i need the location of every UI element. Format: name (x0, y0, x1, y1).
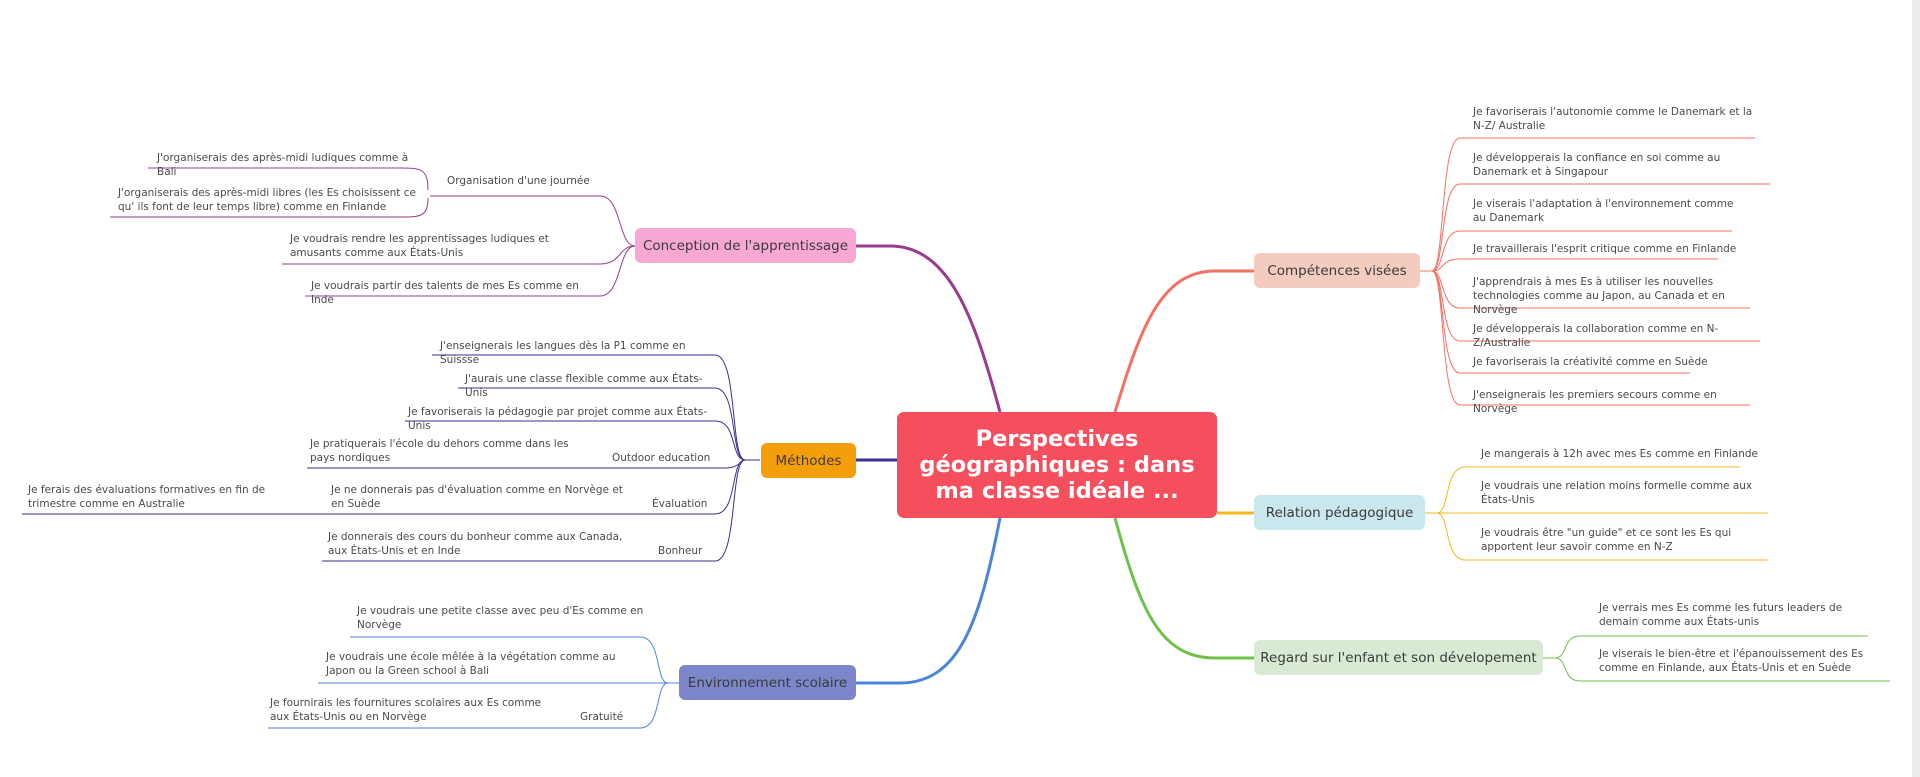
competences-creativite[interactable]: Je favoriserais la créativité comme en S… (1473, 356, 1708, 368)
methodes-evaluation-label[interactable]: Évaluation (652, 498, 708, 510)
competences-autonomie[interactable]: Je favoriserais l'autonomie comme le Dan… (1473, 106, 1753, 132)
branch-methodes-label: Méthodes (775, 452, 842, 469)
competences-esprit-critique[interactable]: Je travaillerais l'esprit critique comme… (1473, 243, 1737, 255)
regard-bien-etre[interactable]: Je viserais le bien-être et l'épanouisse… (1599, 648, 1864, 674)
connector-competences (1113, 269, 1255, 413)
competences-secours[interactable]: J'enseignerais les premiers secours comm… (1473, 389, 1717, 415)
branch-competences-label: Compétences visées (1267, 262, 1407, 279)
methodes-outdoor[interactable]: Je pratiquerais l'école du dehors comme … (310, 438, 569, 464)
methodes-bonheur[interactable]: Je donnerais des cours du bonheur comme … (328, 531, 623, 557)
branch-regard[interactable]: Regard sur l'enfant et son dévelopement (1254, 640, 1543, 675)
connector-regard (1113, 517, 1255, 660)
conception-inde[interactable]: Je voudrais partir des talents de mes Es… (311, 280, 579, 306)
branch-competences[interactable]: Compétences visées (1254, 253, 1420, 288)
methodes-evaluation[interactable]: Je ne donnerais pas d'évaluation comme e… (331, 484, 623, 510)
methodes-australie[interactable]: Je ferais des évaluations formatives en … (28, 484, 266, 510)
central-title: Perspectives géographiques : dans ma cla… (919, 426, 1195, 504)
relation-guide[interactable]: Je voudrais être "un guide" et ce sont l… (1481, 527, 1732, 553)
connector-conception (855, 244, 1002, 413)
relation-manger[interactable]: Je mangerais à 12h avec mes Es comme en … (1481, 448, 1758, 460)
environnement-vegetation[interactable]: Je voudrais une école mêlée à la végétat… (326, 651, 616, 677)
branch-relation-label: Relation pédagogique (1265, 504, 1414, 521)
methodes-flexible[interactable]: J'aurais une classe flexible comme aux É… (465, 373, 703, 399)
environnement-gratuite-label[interactable]: Gratuité (580, 711, 624, 723)
competences-collaboration[interactable]: Je développerais la collaboration comme … (1473, 323, 1719, 349)
conception-finlande-libre[interactable]: J'organiserais des après-midi libres (le… (118, 187, 416, 213)
conception-bali-ludique[interactable]: J'organiserais des après-midi ludiques c… (157, 152, 409, 178)
competences-technologies[interactable]: J'apprendrais à mes Es à utiliser les no… (1473, 276, 1725, 316)
conception-organisation-label[interactable]: Organisation d'une journée (447, 175, 590, 187)
branch-relation[interactable]: Relation pédagogique (1254, 495, 1425, 530)
competences-confiance[interactable]: Je développerais la confiance en soi com… (1473, 152, 1721, 178)
regard-leaders[interactable]: Je verrais mes Es comme les futurs leade… (1599, 602, 1843, 628)
branch-environnement-label: Environnement scolaire (687, 674, 848, 691)
central-topic[interactable]: Perspectives géographiques : dans ma cla… (897, 412, 1217, 518)
branch-environnement[interactable]: Environnement scolaire (679, 665, 856, 700)
environnement-petite-classe[interactable]: Je voudrais une petite classe avec peu d… (357, 605, 644, 631)
competences-adaptation[interactable]: Je viserais l'adaptation à l'environneme… (1473, 198, 1734, 224)
relation-moins-formelle[interactable]: Je voudrais une relation moins formelle … (1481, 480, 1753, 506)
methodes-langues[interactable]: J'enseignerais les langues dès la P1 com… (440, 340, 686, 366)
scrollbar-track[interactable] (1912, 0, 1920, 777)
environnement-fournitures[interactable]: Je fournirais les fournitures scolaires … (270, 697, 542, 723)
methodes-outdoor-label[interactable]: Outdoor education (612, 452, 711, 464)
branch-methodes[interactable]: Méthodes (761, 443, 856, 478)
methodes-bonheur-label[interactable]: Bonheur (658, 545, 703, 557)
connector-environnement (855, 517, 1002, 685)
methodes-projet[interactable]: Je favoriserais la pédagogie par projet … (408, 406, 708, 432)
branch-conception[interactable]: Conception de l'apprentissage (635, 228, 856, 263)
branch-conception-label: Conception de l'apprentissage (642, 237, 849, 254)
conception-etats-unis[interactable]: Je voudrais rendre les apprentissages lu… (290, 233, 549, 259)
branch-regard-label: Regard sur l'enfant et son dévelopement (1260, 649, 1537, 666)
